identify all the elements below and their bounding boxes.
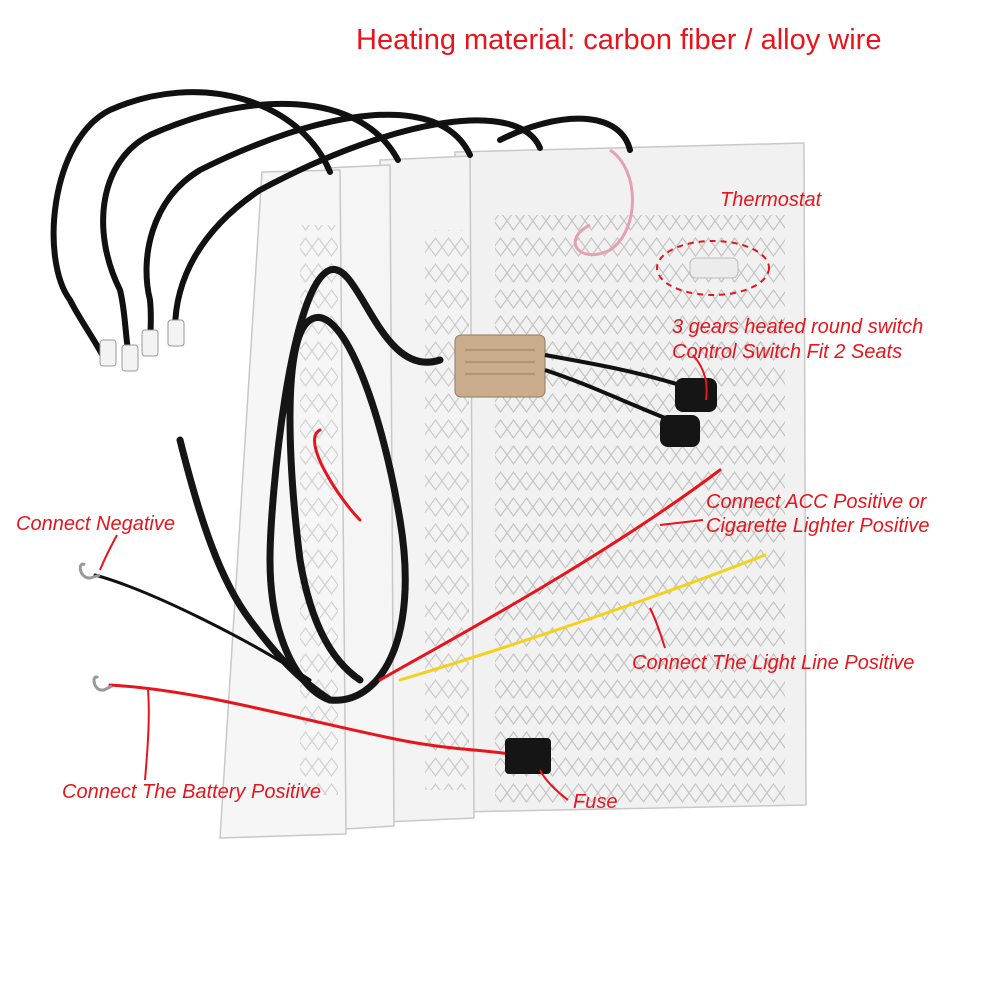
harness-loop-4	[296, 556, 364, 684]
pad-cable-4	[172, 117, 543, 333]
connector-1	[99, 339, 117, 367]
annotation-marks	[99, 240, 770, 801]
battery-label: Connect The Battery Positive	[62, 781, 322, 803]
pad-cable-3	[143, 111, 473, 348]
light-label: Connect The Light Line Positive	[632, 652, 915, 674]
terminal-battery	[92, 675, 113, 692]
leader-switch	[692, 354, 708, 401]
round-switch-1	[675, 378, 717, 412]
leader-negative	[99, 534, 118, 571]
terminal-negative	[78, 562, 101, 580]
thermostat-sensor	[689, 257, 739, 279]
thermostat-highlight	[656, 240, 770, 296]
thermostat-label: Thermostat	[720, 189, 822, 211]
leader-light	[649, 607, 666, 649]
thermostat-wire	[573, 148, 634, 257]
leader-fuse	[539, 769, 569, 801]
pad-cable-2	[100, 100, 401, 353]
leader-battery	[144, 689, 150, 781]
terminals	[78, 562, 113, 692]
wire-battery	[108, 683, 517, 757]
negative-label: Connect Negative	[16, 513, 175, 535]
page-title: Heating material: carbon fiber / alloy w…	[356, 24, 882, 56]
pad-cable-5	[497, 115, 633, 153]
connector-2	[121, 344, 139, 372]
wire-light	[398, 553, 767, 682]
controller-box	[454, 334, 546, 398]
switch-label-line2: Control Switch Fit 2 Seats	[672, 341, 903, 363]
harness-loop-2	[286, 314, 409, 704]
pad-cables	[50, 89, 633, 363]
fuse-label: Fuse	[573, 791, 618, 813]
wire-acc	[378, 468, 722, 682]
fuse-holder	[505, 738, 551, 774]
switch-label-line1: 3 gears heated round switch	[672, 316, 924, 338]
round-switch-2	[660, 415, 700, 447]
acc-label-line2: Cigarette Lighter Positive	[706, 515, 930, 537]
harness	[176, 266, 444, 704]
wire-negative	[93, 573, 312, 682]
acc-label-line1: Connect ACC Positive or	[706, 491, 927, 513]
controller	[454, 334, 681, 422]
signal-wires	[93, 428, 767, 757]
heating-pad-4-grid	[495, 215, 785, 805]
connector-3	[141, 329, 159, 357]
harness-loop-1	[266, 266, 444, 704]
leader-acc	[659, 519, 704, 526]
connector-4	[167, 319, 185, 347]
wire-red-loop	[313, 428, 362, 522]
pad-connectors	[99, 319, 185, 372]
harness-loop-3	[176, 436, 334, 704]
heating-pad-3-grid	[425, 230, 469, 790]
